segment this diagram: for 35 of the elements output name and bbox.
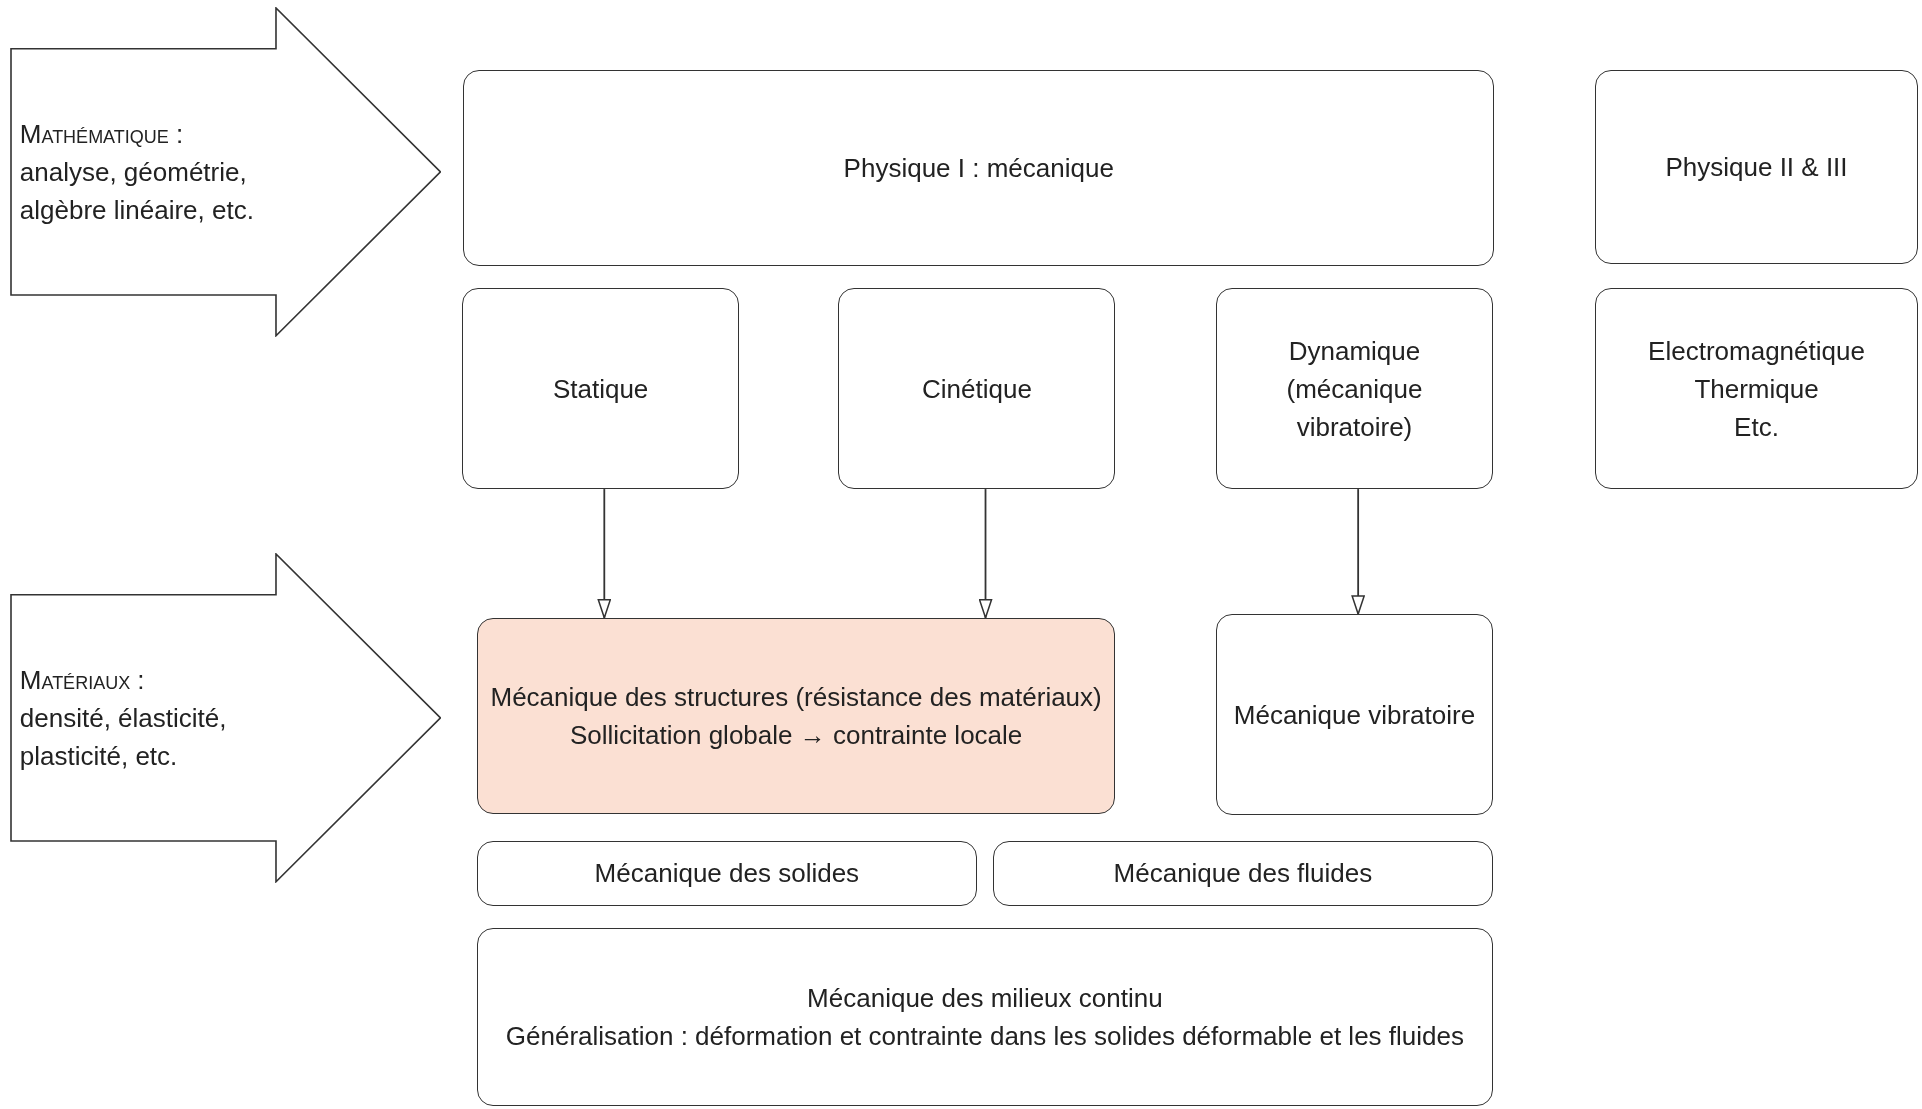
box-text: Thermique xyxy=(1693,372,1820,406)
box-text: Mécanique des solides xyxy=(593,857,861,891)
box-text: densité, élasticité, plasticité, etc. xyxy=(18,701,228,773)
rounded-box xyxy=(992,840,1493,906)
box-text: Mécanique des structures (résistance des matériaux) xyxy=(489,680,1103,714)
box-text: Mécanique vibratoire xyxy=(1232,698,1477,732)
rounded-box xyxy=(1215,288,1493,490)
box-text: Mécanique des milieux continu xyxy=(806,981,1164,1015)
rounded-box xyxy=(462,288,740,490)
box-text: Etc. xyxy=(1733,410,1780,444)
box-text: Généralisation : déformation et contrainte dans les solides déformable et les fluides xyxy=(504,1019,1465,1053)
rounded-box xyxy=(1594,288,1919,490)
rounded-box xyxy=(838,288,1116,490)
block-arrow xyxy=(9,7,442,338)
rounded-box xyxy=(476,927,1493,1106)
box-text: Mécanique des fluides xyxy=(1112,857,1374,891)
box-text: Physique I : mécanique xyxy=(842,151,1115,185)
box-text: Electromagnétique xyxy=(1647,334,1866,368)
heading-text: Mathématique : xyxy=(18,118,185,152)
box-text: analyse, géométrie, algèbre linéaire, etc. xyxy=(18,156,255,228)
block-arrow xyxy=(9,552,442,883)
highlighted-box xyxy=(476,617,1116,814)
box-text: Dynamique (mécanique vibratoire) xyxy=(1285,334,1424,444)
box-text: Statique xyxy=(551,372,650,406)
arrow xyxy=(1351,488,1365,615)
rounded-box xyxy=(476,840,977,906)
rounded-box xyxy=(1594,69,1919,264)
box-text: Sollicitation globale → contrainte locale xyxy=(568,718,1024,752)
arrow xyxy=(597,488,612,619)
arrow xyxy=(978,488,993,619)
rounded-box xyxy=(1215,614,1493,816)
heading-text: Matériaux : xyxy=(18,663,146,697)
box-text: Cinétique xyxy=(921,372,1033,406)
rounded-box xyxy=(463,69,1495,266)
box-text: Physique II & III xyxy=(1664,150,1849,184)
